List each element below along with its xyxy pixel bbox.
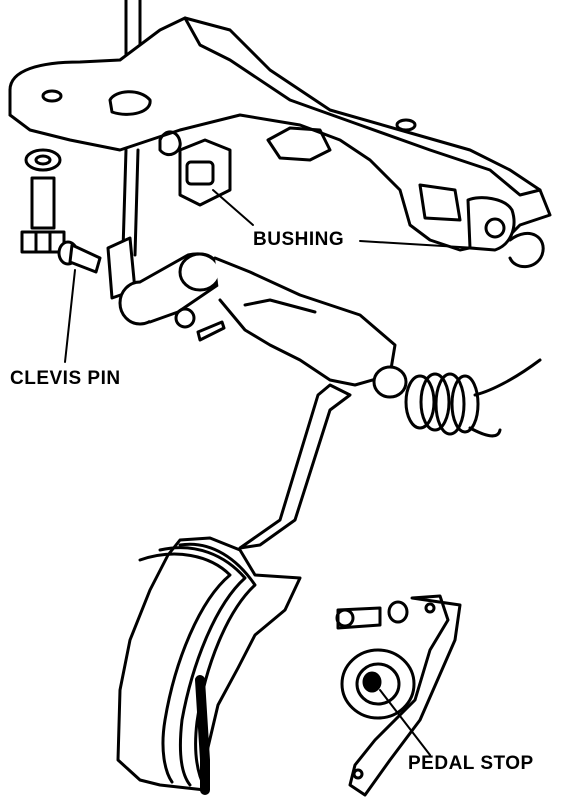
- bushing-label: BUSHING: [253, 229, 345, 250]
- mounting-bracket: [8, 16, 552, 269]
- clevis-pin: [57, 240, 102, 274]
- pedal-stop-leader-line: [379, 689, 431, 756]
- pedal-stop-label: PEDAL STOP: [408, 753, 534, 774]
- pedal-lever: [106, 236, 408, 550]
- bushing-leader-line-right: [359, 240, 477, 249]
- bolt: [20, 148, 66, 254]
- clevis-pin-leader-line: [64, 269, 76, 363]
- clevis-pin-label: CLEVIS PIN: [10, 368, 121, 389]
- bushing-leader-line: [212, 189, 254, 226]
- cotter-pin: [174, 307, 226, 342]
- bushing: [158, 130, 232, 207]
- pedal-stop: [335, 594, 462, 797]
- return-spring: [404, 358, 542, 438]
- foot-pedal: [116, 536, 302, 795]
